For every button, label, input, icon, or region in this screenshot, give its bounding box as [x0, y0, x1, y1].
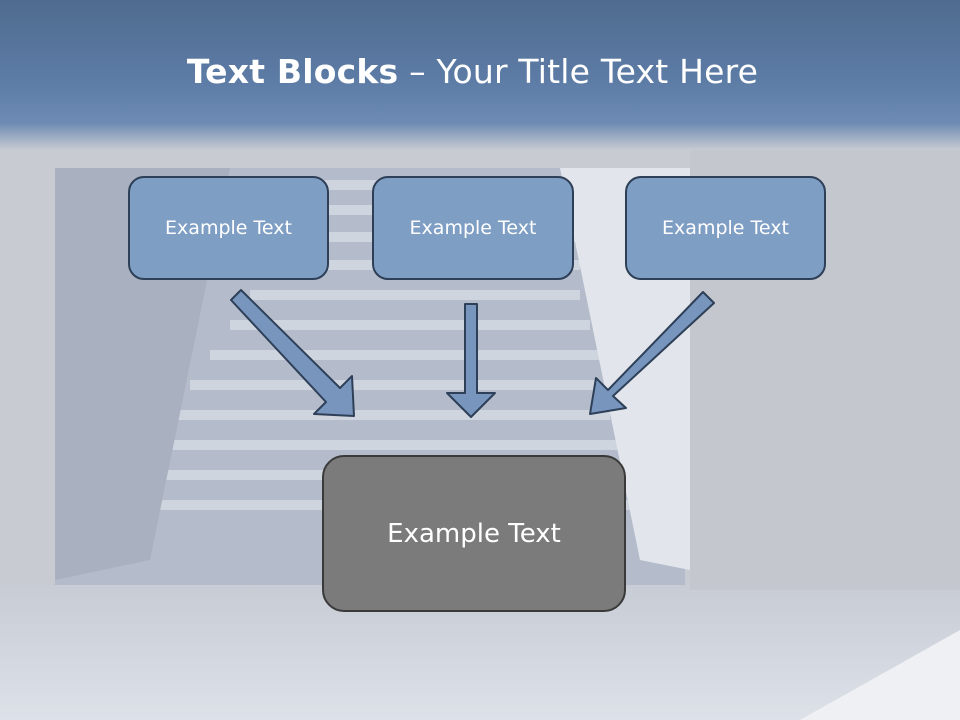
title-rest: – Your Title Text Here: [409, 52, 759, 91]
text-block-1[interactable]: Example Text: [128, 176, 329, 280]
text-block-2[interactable]: Example Text: [372, 176, 574, 280]
text-block-3[interactable]: Example Text: [625, 176, 826, 280]
title-bold: Text Blocks: [186, 52, 399, 91]
target-block-label: Example Text: [387, 518, 561, 549]
text-block-1-label: Example Text: [165, 217, 292, 239]
slide-title: Text Blocks – Your Title Text Here: [0, 52, 945, 91]
title-band: [0, 0, 960, 150]
text-block-2-label: Example Text: [409, 217, 537, 239]
target-block[interactable]: Example Text: [322, 455, 626, 612]
text-block-3-label: Example Text: [662, 217, 789, 239]
